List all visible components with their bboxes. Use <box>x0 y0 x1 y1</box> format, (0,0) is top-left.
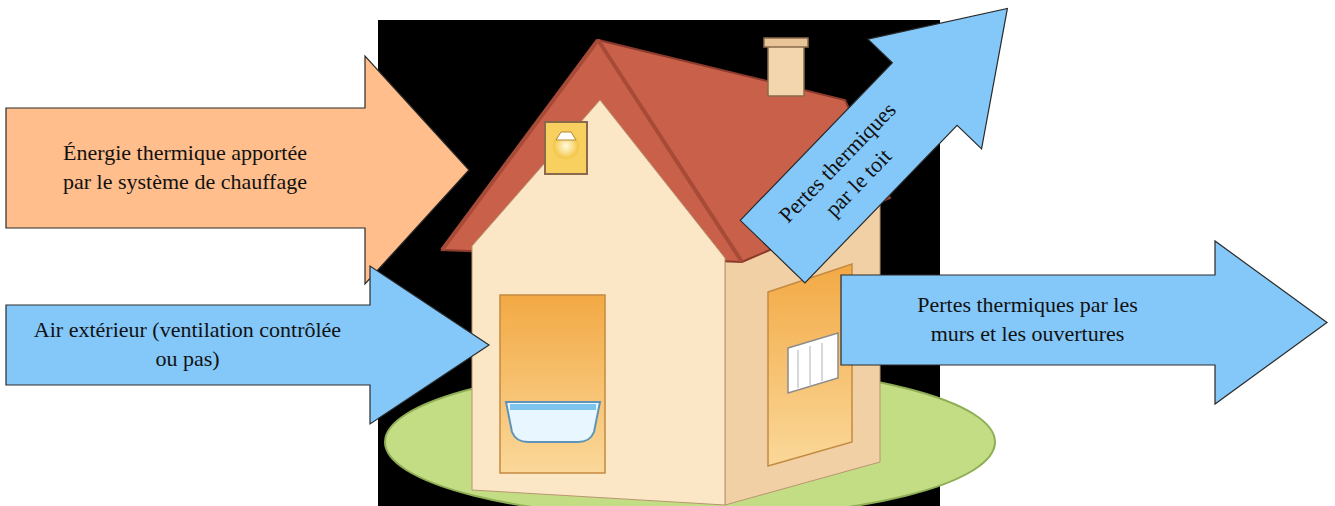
gable-window <box>545 122 587 174</box>
arrow-label: Air extérieur (ventilation contrôlée ou … <box>23 316 353 373</box>
radiator <box>788 333 838 393</box>
heat-input-arrow: Énergie thermique apportée par le systèm… <box>5 55 470 285</box>
wall-loss-arrow: Pertes thermiques par les murs et les ou… <box>840 240 1328 405</box>
arrow-label: Pertes thermiques par les murs et les ou… <box>897 291 1159 348</box>
arrow-outline <box>841 241 1327 404</box>
bathroom-opening <box>500 295 605 473</box>
arrow-text-area: Pertes thermiques par les murs et les ou… <box>844 275 1211 365</box>
arrow-text-area: Air extérieur (ventilation contrôlée ou … <box>9 305 366 385</box>
arrow-text-area: Énergie thermique apportée par le systèm… <box>9 108 361 228</box>
arrow-outline <box>6 56 469 284</box>
arrow-outline <box>6 266 489 424</box>
chimney <box>768 44 804 96</box>
chimney-cap <box>764 38 808 47</box>
front-wall <box>472 100 725 505</box>
lamp-glow <box>553 133 579 159</box>
bath-water <box>510 404 596 410</box>
radiator-fin <box>798 350 799 388</box>
radiator-fin <box>810 346 811 385</box>
room-opening <box>768 264 852 466</box>
arrow-label: Énergie thermique apportée par le systèm… <box>48 139 323 196</box>
arrow-shape <box>5 265 490 425</box>
arrow-outline <box>716 0 1064 306</box>
air-input-arrow: Air extérieur (ventilation contrôlée ou … <box>5 265 490 425</box>
lamp-shade <box>556 132 576 140</box>
radiator-fin <box>822 343 823 381</box>
bathtub <box>506 402 600 442</box>
